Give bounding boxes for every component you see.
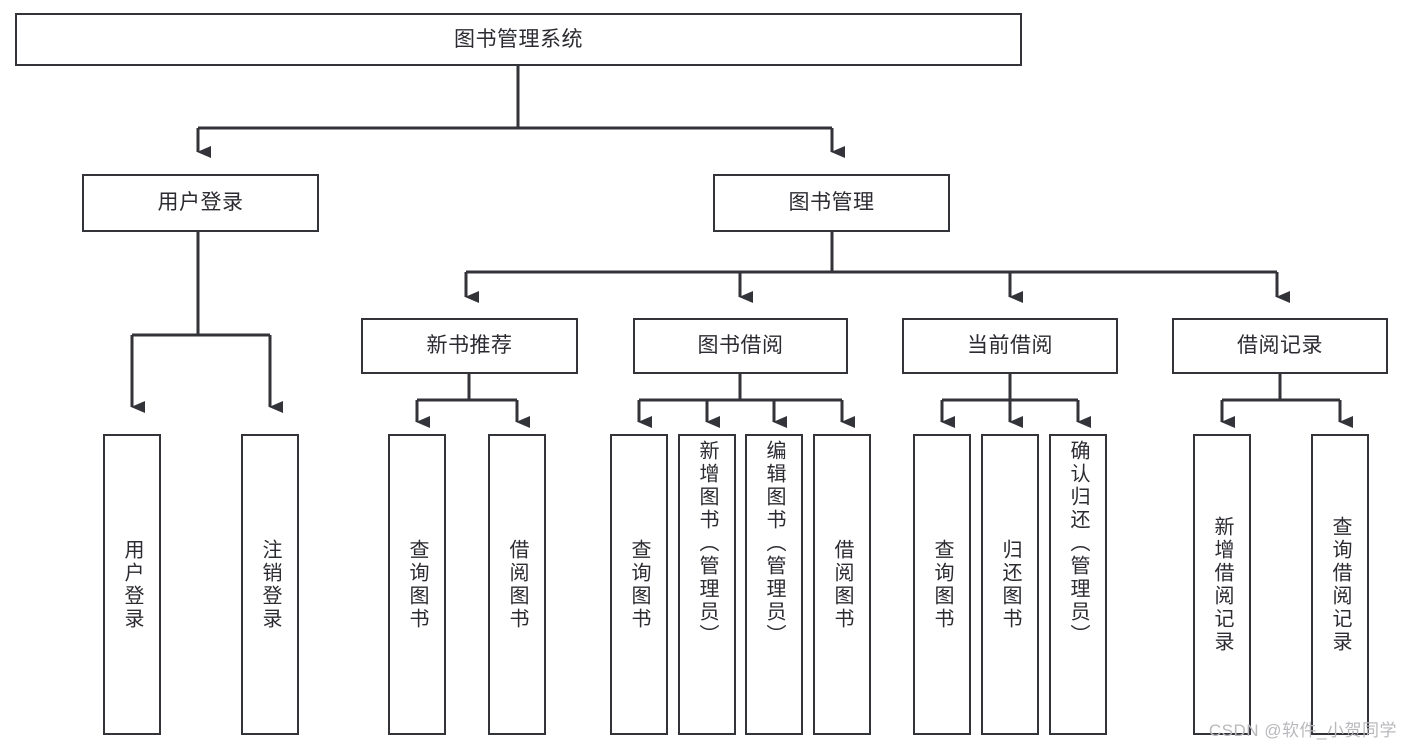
node-book-borrow[interactable]: 图书借阅 <box>633 318 848 374</box>
watermark: CSDN @软件_小贺同学 <box>1208 721 1397 740</box>
node-leaf-query-book-rec[interactable]: 查询图书 <box>388 434 446 735</box>
node-current-borrow-label: 当前借阅 <box>967 334 1053 358</box>
node-root-label: 图书管理系统 <box>454 27 583 51</box>
node-leaf-add-record-label: 新增借阅记录 <box>1211 515 1233 654</box>
node-leaf-borrow-book-rec-label: 借阅图书 <box>506 538 528 631</box>
node-leaf-return-book-label: 归还图书 <box>999 538 1021 631</box>
node-borrow-record[interactable]: 借阅记录 <box>1172 318 1388 374</box>
node-user-login-label: 用户登录 <box>157 191 244 215</box>
node-leaf-logout[interactable]: 注销登录 <box>241 434 299 735</box>
node-leaf-borrow-book-rec[interactable]: 借阅图书 <box>488 434 546 735</box>
node-book-manage[interactable]: 图书管理 <box>713 174 950 232</box>
node-leaf-return-book[interactable]: 归还图书 <box>981 434 1039 735</box>
node-leaf-query-record[interactable]: 查询借阅记录 <box>1311 434 1369 735</box>
node-current-borrow[interactable]: 当前借阅 <box>902 318 1118 374</box>
node-leaf-query-record-label: 查询借阅记录 <box>1329 515 1351 654</box>
node-leaf-logout-label: 注销登录 <box>259 538 281 631</box>
node-leaf-user-login[interactable]: 用户登录 <box>103 434 161 735</box>
node-leaf-confirm-return-label: 确认归还（管理员） <box>1067 440 1089 647</box>
node-root[interactable]: 图书管理系统 <box>15 13 1022 66</box>
node-leaf-query-book-borrow-label: 查询图书 <box>628 538 650 631</box>
node-leaf-query-book-borrow[interactable]: 查询图书 <box>610 434 668 735</box>
node-leaf-add-record[interactable]: 新增借阅记录 <box>1193 434 1251 735</box>
node-leaf-query-book-current[interactable]: 查询图书 <box>913 434 971 735</box>
node-leaf-add-book[interactable]: 新增图书（管理员） <box>678 434 736 735</box>
node-user-login[interactable]: 用户登录 <box>82 174 319 232</box>
node-leaf-borrow-book-label: 借阅图书 <box>831 538 853 631</box>
node-leaf-edit-book-label: 编辑图书（管理员） <box>763 440 785 647</box>
node-new-book-recommend-label: 新书推荐 <box>426 334 513 358</box>
node-leaf-borrow-book[interactable]: 借阅图书 <box>813 434 871 735</box>
node-borrow-record-label: 借阅记录 <box>1237 334 1323 358</box>
node-leaf-add-book-label: 新增图书（管理员） <box>696 440 718 647</box>
node-book-manage-label: 图书管理 <box>788 191 875 215</box>
node-leaf-edit-book[interactable]: 编辑图书（管理员） <box>745 434 803 735</box>
node-new-book-recommend[interactable]: 新书推荐 <box>361 318 578 374</box>
node-leaf-query-book-current-label: 查询图书 <box>931 538 953 631</box>
node-book-borrow-label: 图书借阅 <box>697 334 784 358</box>
node-leaf-confirm-return[interactable]: 确认归还（管理员） <box>1049 434 1107 735</box>
node-leaf-user-login-label: 用户登录 <box>121 538 143 631</box>
node-leaf-query-book-rec-label: 查询图书 <box>406 538 428 631</box>
